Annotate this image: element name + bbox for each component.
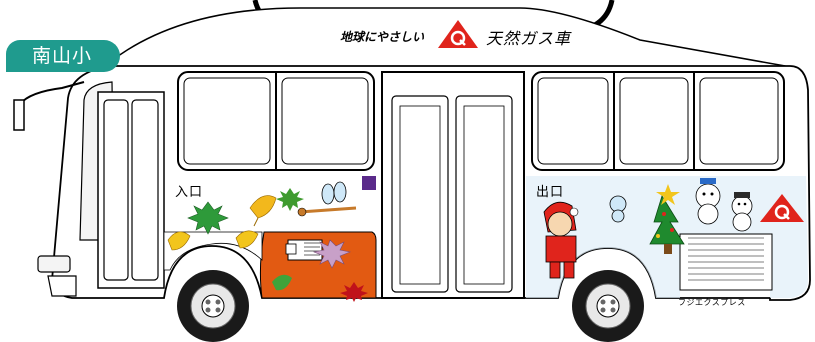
- window-right-group: [531, 71, 785, 171]
- mirror-glass: [13, 99, 25, 131]
- headlight: [37, 255, 71, 273]
- entry-door-pane-right: [131, 99, 159, 281]
- santa-icon: [543, 201, 579, 279]
- snowman-small-icon: [609, 195, 627, 223]
- red-maple-leaf-icon: [340, 282, 368, 302]
- q-logo-side: [760, 194, 804, 222]
- front-bumper: [47, 275, 77, 297]
- exit-label: 出口: [536, 185, 565, 200]
- maple-leaf-green-small-icon: [276, 188, 304, 211]
- ginkgo-leaf-icon: [249, 195, 277, 227]
- ginkgo-leaf-yellow-icon: [167, 231, 191, 251]
- snowman-icon-2: [731, 192, 753, 232]
- manufacturer-label: フジエクスプレス: [678, 298, 746, 307]
- maple-leaf-icon: [187, 201, 229, 235]
- purple-square: [362, 176, 376, 190]
- green-leaf-small-icon: [272, 274, 292, 291]
- snowman-icon: [695, 178, 721, 225]
- purple-leaf-icon: [312, 239, 352, 269]
- front-wheel: [177, 270, 249, 342]
- christmas-tree-icon: [649, 184, 685, 254]
- roof-slogan: 地球にやさしい: [340, 30, 425, 44]
- natural-gas-label: 天然ガス車: [486, 29, 572, 48]
- ginkgo-leaf-yellow-icon-2: [235, 230, 259, 249]
- rear-wheel: [572, 270, 644, 342]
- entry-door-pane-left: [103, 99, 129, 281]
- route-sign: 南山小: [6, 40, 120, 72]
- entry-label: 入口: [175, 185, 204, 200]
- q-logo-roof: [438, 20, 478, 48]
- dragonfly-icon: [297, 181, 357, 217]
